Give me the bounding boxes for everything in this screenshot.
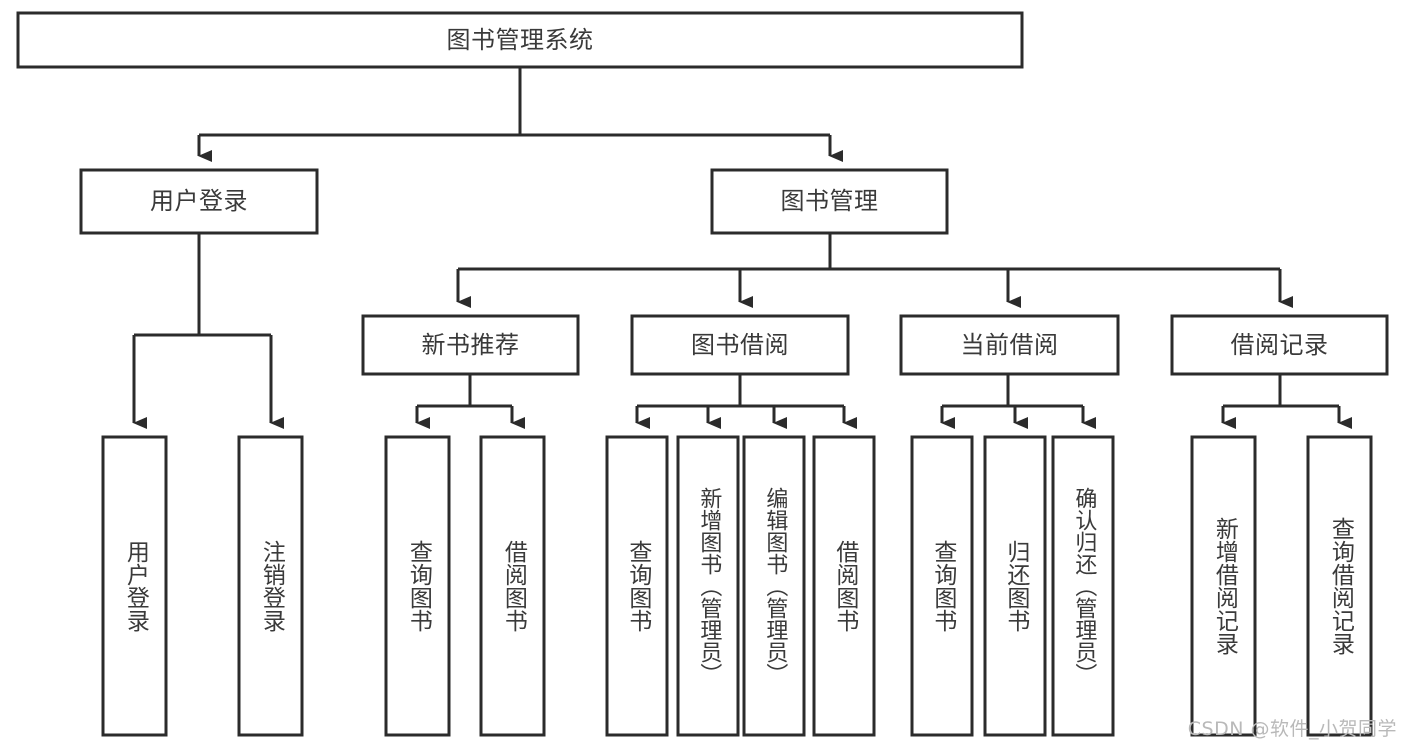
node-box-current-borrow[interactable] [899,314,1120,376]
node-box-book-borrow[interactable] [630,314,850,376]
node-box-root[interactable] [16,11,1024,69]
node-box-leaf-borrow-book-1[interactable] [479,435,546,737]
node-box-book-management[interactable] [710,168,949,235]
node-box-borrow-record[interactable] [1170,314,1389,376]
node-box-leaf-borrow-book-2[interactable] [812,435,876,737]
node-box-leaf-user-logout[interactable] [237,435,304,737]
node-box-leaf-add-record[interactable] [1190,435,1257,737]
node-box-new-book-recommend[interactable] [361,314,580,376]
node-box-leaf-return-book[interactable] [983,435,1047,737]
node-box-leaf-query-record[interactable] [1306,435,1373,737]
node-box-leaf-query-book-1[interactable] [384,435,451,737]
node-box-leaf-confirm-return[interactable] [1051,435,1115,737]
node-box-leaf-query-book-3[interactable] [910,435,974,737]
node-box-leaf-user-login[interactable] [101,435,168,737]
node-box-leaf-edit-book[interactable] [742,435,806,737]
node-box-user-login[interactable] [79,168,319,235]
node-box-leaf-add-book[interactable] [676,435,740,737]
node-box-leaf-query-book-2[interactable] [605,435,669,737]
